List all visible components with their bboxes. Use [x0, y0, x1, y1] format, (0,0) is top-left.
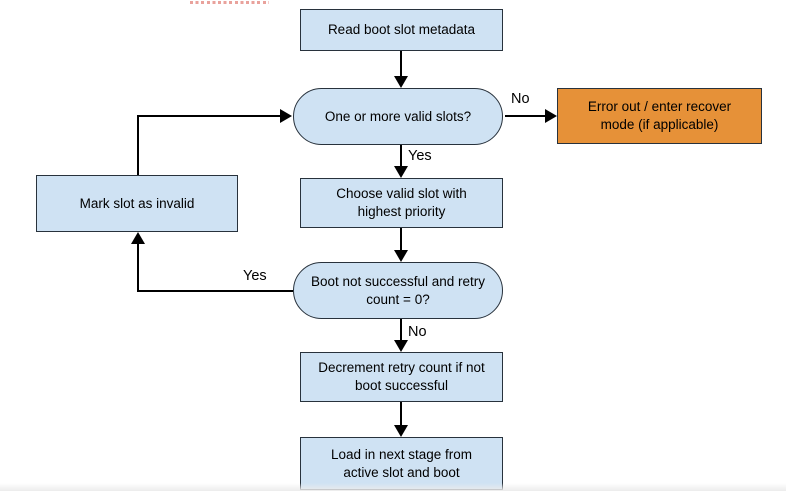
connector-line	[400, 402, 402, 427]
edge-label-yes: Yes	[408, 148, 432, 164]
red-dotted-artifact	[190, 1, 269, 4]
node-one-or-more-valid-slots: One or more valid slots?	[293, 88, 503, 145]
edge-label-yes: Yes	[243, 268, 267, 284]
edge-label-no: No	[408, 324, 427, 340]
connector-line	[400, 145, 402, 168]
node-choose-valid-slot: Choose valid slot with highest priority	[300, 178, 503, 228]
connector-line	[505, 115, 546, 117]
arrowhead-down-icon	[394, 425, 408, 437]
arrowhead-down-icon	[394, 340, 408, 352]
node-decrement-retry-count: Decrement retry count if not boot succes…	[300, 352, 503, 402]
arrowhead-up-icon	[131, 232, 145, 244]
connector-line	[400, 51, 402, 78]
connector-line	[400, 319, 402, 342]
node-mark-slot-invalid: Mark slot as invalid	[36, 175, 238, 232]
node-boot-not-successful-check: Boot not successful and retry count = 0?	[293, 262, 503, 319]
edge-label-no: No	[511, 91, 530, 107]
node-error-out-recover-mode: Error out / enter recover mode (if appli…	[557, 88, 762, 144]
node-read-boot-slot-metadata: Read boot slot metadata	[300, 9, 503, 51]
connector-line	[137, 242, 139, 292]
node-load-next-stage: Load in next stage from active slot and …	[300, 437, 503, 490]
connector-line	[400, 228, 402, 252]
arrowhead-down-icon	[394, 76, 408, 88]
arrowhead-down-icon	[394, 166, 408, 178]
arrowhead-down-icon	[394, 250, 408, 262]
arrowhead-right-icon	[545, 109, 557, 123]
arrowhead-right-icon	[280, 109, 292, 123]
connector-line	[137, 115, 281, 117]
connector-line	[137, 115, 139, 175]
connector-line	[137, 290, 293, 292]
